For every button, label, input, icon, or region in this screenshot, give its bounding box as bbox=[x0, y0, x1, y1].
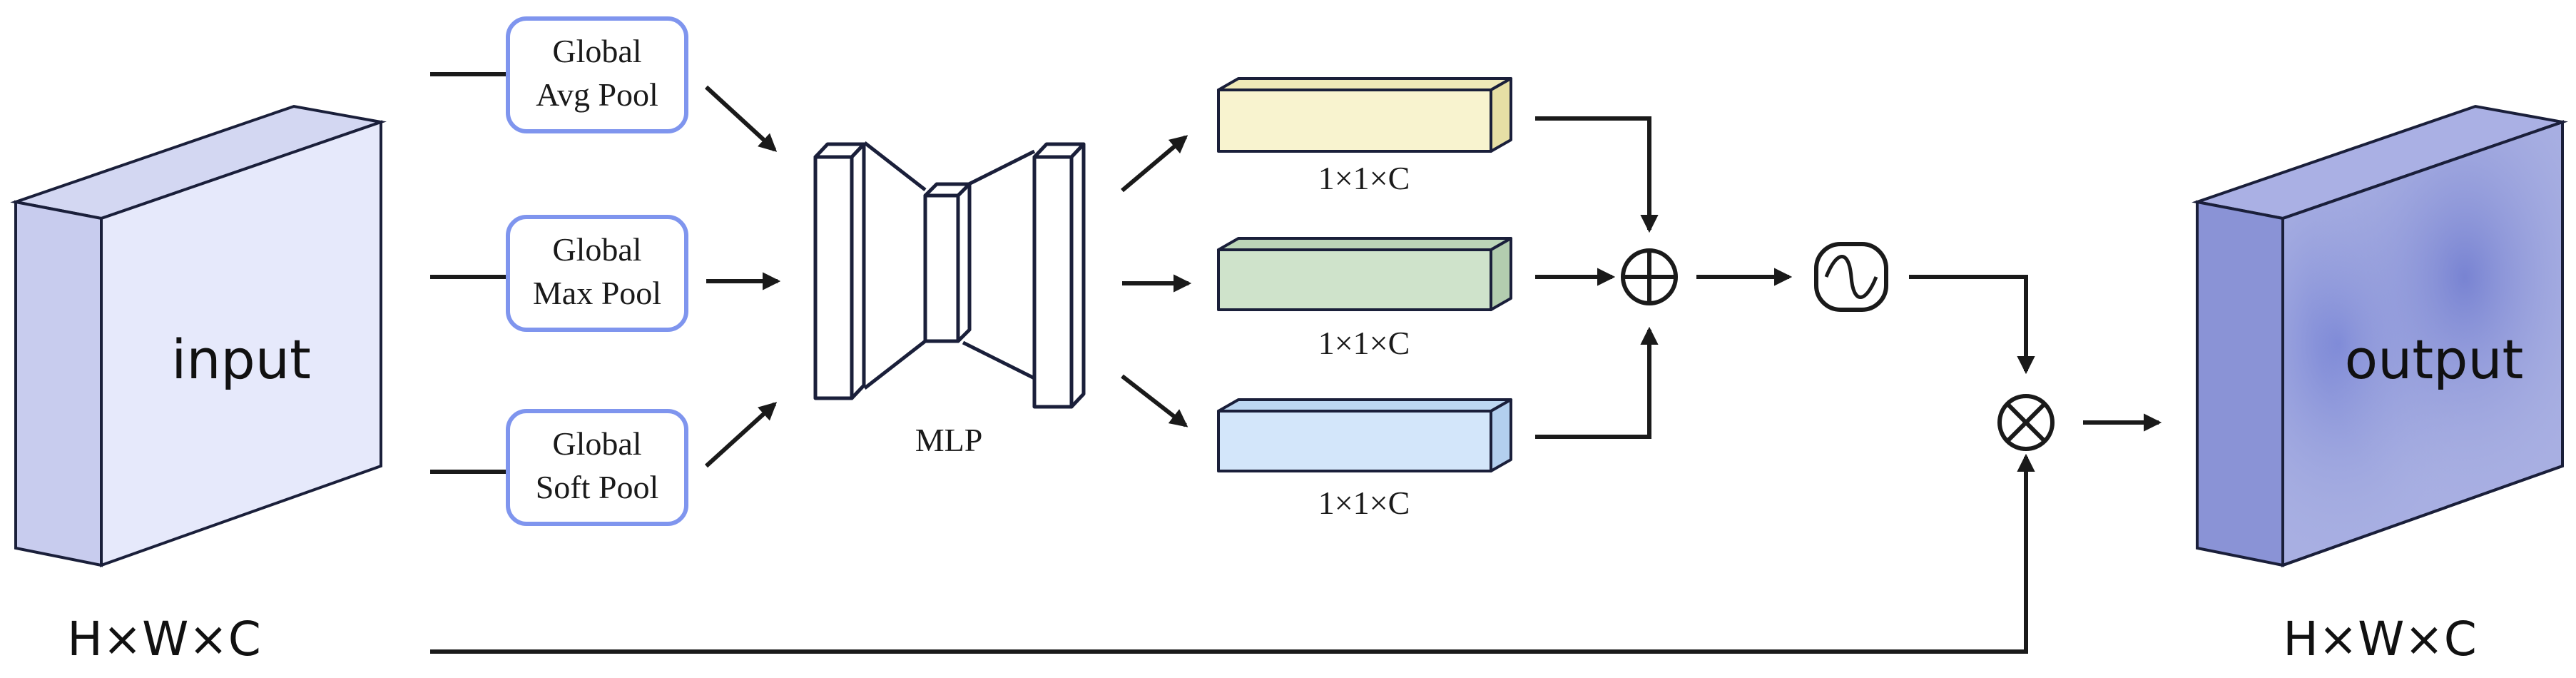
input-feature-map: input bbox=[10, 104, 387, 567]
vector-1-front bbox=[1217, 88, 1492, 153]
multiply-operator-icon bbox=[1997, 394, 2055, 451]
vector-1 bbox=[1217, 77, 1512, 153]
vector-3 bbox=[1217, 398, 1512, 472]
global-soft-pool-box: Global Soft Pool bbox=[506, 409, 688, 526]
avg-pool-line1: Global bbox=[552, 33, 641, 69]
mlp-block bbox=[813, 141, 1086, 409]
input-dims-label: H×W×C bbox=[67, 612, 261, 667]
soft-pool-line1: Global bbox=[552, 425, 641, 462]
sigmoid-to-multiply-arrow bbox=[1909, 275, 2035, 375]
output-dims-label: H×W×C bbox=[2283, 612, 2477, 667]
max-pool-line2: Max Pool bbox=[533, 275, 661, 311]
input-label: input bbox=[171, 328, 311, 391]
vec1-to-add-arrow bbox=[1535, 116, 1659, 233]
soft-to-mlp-arrow bbox=[704, 402, 778, 468]
mlp-to-vec1-arrow bbox=[1121, 135, 1188, 193]
output-feature-map: output bbox=[2191, 104, 2568, 567]
soft-pool-line2: Soft Pool bbox=[536, 469, 659, 505]
input-to-multiply-residual-arrow bbox=[430, 453, 2035, 654]
avg-pool-line2: Avg Pool bbox=[536, 76, 658, 113]
mlp-label: MLP bbox=[915, 422, 983, 458]
output-side-face bbox=[2196, 200, 2284, 567]
vector-2-front bbox=[1217, 248, 1492, 311]
vector-3-front bbox=[1217, 410, 1492, 472]
output-label: output bbox=[2345, 328, 2524, 391]
input-side-face bbox=[14, 200, 103, 567]
mlp-layer-3 bbox=[1032, 155, 1074, 409]
vector-3-dims: 1×1×C bbox=[1318, 485, 1410, 521]
avg-to-mlp-arrow bbox=[704, 85, 778, 152]
add-operator-icon bbox=[1621, 248, 1678, 305]
mlp-layer-2 bbox=[923, 193, 960, 343]
global-avg-pool-box: Global Avg Pool bbox=[506, 16, 688, 133]
vector-2 bbox=[1217, 237, 1512, 311]
vec3-to-add-arrow bbox=[1535, 326, 1659, 439]
vector-2-dims: 1×1×C bbox=[1318, 325, 1410, 361]
input-front-face bbox=[100, 120, 382, 567]
sigmoid-icon bbox=[1814, 242, 1888, 312]
mlp-layer-1 bbox=[813, 155, 854, 400]
mlp-to-vec3-arrow bbox=[1121, 374, 1188, 427]
max-pool-line1: Global bbox=[552, 231, 641, 268]
vector-1-dims: 1×1×C bbox=[1318, 160, 1410, 196]
global-max-pool-box: Global Max Pool bbox=[506, 215, 688, 332]
